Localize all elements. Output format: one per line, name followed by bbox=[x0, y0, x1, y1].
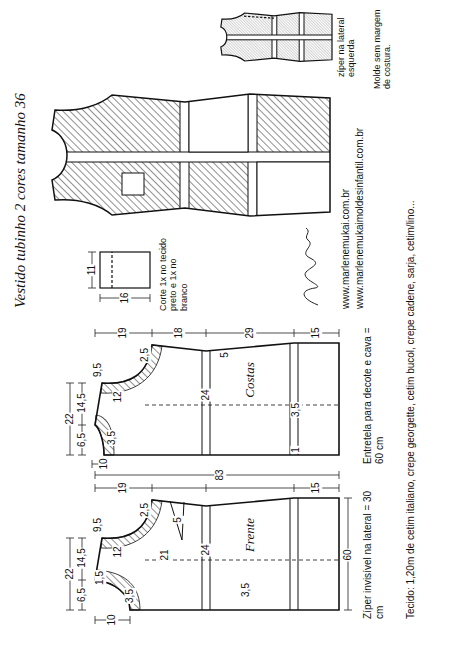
dimension-lines bbox=[95, 484, 339, 492]
dimension: 15 bbox=[310, 481, 322, 494]
dress-front-sketch bbox=[60, 152, 340, 162]
pattern-piece: Costas bbox=[90, 340, 342, 455]
dimension: 11 bbox=[86, 264, 98, 276]
dimension: 3,5 bbox=[240, 582, 252, 598]
panel-line bbox=[145, 405, 339, 406]
dimension: 5 bbox=[172, 516, 184, 524]
piece-outline bbox=[95, 498, 339, 610]
dimension: 14,5 bbox=[76, 392, 88, 413]
note: Corte 1x no tecido preto e 1x no branco bbox=[158, 230, 189, 312]
piece-name: Frente bbox=[243, 516, 257, 554]
color-band bbox=[202, 343, 298, 455]
dimension: 19 bbox=[117, 326, 129, 339]
fabric-note: Tecido: 1,20m de cetim italiano, crepe g… bbox=[405, 18, 417, 620]
dimension: 10 bbox=[106, 613, 118, 626]
pocket-piece bbox=[100, 252, 150, 288]
web-address: www.marlenemukai.com.br bbox=[340, 88, 352, 310]
dimension: 19 bbox=[117, 481, 129, 494]
note: Entretela para decote e cava = 60 cm bbox=[362, 323, 385, 465]
armhole-facing bbox=[101, 345, 162, 393]
piece-name: Costas bbox=[243, 360, 257, 399]
dimension: 15 bbox=[310, 326, 322, 339]
dimension: 16 bbox=[119, 291, 131, 304]
dimension: 6,5 bbox=[76, 587, 88, 603]
dimension: 9,5 bbox=[92, 362, 104, 378]
dress-back-sketch bbox=[221, 13, 332, 62]
signature bbox=[304, 228, 318, 305]
dimension: 21 bbox=[159, 548, 171, 561]
dimension: 10 bbox=[98, 457, 110, 470]
dimension: 3,5 bbox=[106, 430, 118, 446]
dimension-lines bbox=[66, 252, 352, 624]
dimension: 29 bbox=[244, 326, 256, 339]
color-band bbox=[202, 498, 298, 610]
dimension: 24 bbox=[200, 543, 212, 556]
dimension: 22 bbox=[64, 412, 76, 425]
dimension: 5 bbox=[219, 351, 231, 359]
dress-front-sketch bbox=[60, 88, 340, 222]
note: Molde sem margem de costura. bbox=[372, 3, 393, 90]
web-address: www.marlenemukaimoldesinfantil.com.br bbox=[354, 88, 366, 310]
dimension: 60 bbox=[342, 548, 354, 561]
sheet-title: Vestido tubinho 2 cores tamanho 36 bbox=[12, 91, 29, 310]
dimension: 14,5 bbox=[76, 547, 88, 568]
dimension: 1,5 bbox=[94, 570, 106, 586]
dimension: 18 bbox=[173, 326, 185, 339]
dress-front-sketch bbox=[52, 94, 330, 216]
dimension: 3,5 bbox=[124, 588, 136, 604]
dress-front-sketch bbox=[122, 173, 144, 195]
dimension: 12 bbox=[112, 390, 124, 403]
dimension: 83 bbox=[214, 468, 226, 481]
piece-outline bbox=[90, 340, 342, 455]
dart bbox=[170, 501, 184, 540]
dress-back-sketch bbox=[224, 10, 336, 64]
neck-facing bbox=[95, 570, 140, 610]
dress-back-sketch bbox=[221, 10, 336, 64]
dimension: 24 bbox=[200, 388, 212, 401]
pocket-piece bbox=[111, 252, 112, 288]
dimension: 6,5 bbox=[76, 432, 88, 448]
note: zíper na lateral esquerda bbox=[336, 6, 357, 78]
dimension: 22 bbox=[64, 567, 76, 580]
piece-outline bbox=[95, 343, 339, 455]
dimension: 2,5 bbox=[139, 347, 151, 363]
pocket-piece bbox=[100, 252, 150, 288]
panel-line bbox=[145, 560, 339, 561]
dimension: 2,5 bbox=[139, 502, 151, 518]
dimension-lines bbox=[95, 329, 339, 337]
dimension: 3,5 bbox=[290, 402, 302, 418]
armhole-facing bbox=[101, 500, 162, 548]
dimension: 9,5 bbox=[92, 517, 104, 533]
dress-front-sketch bbox=[52, 88, 340, 222]
dress-back-sketch bbox=[224, 35, 336, 40]
dimension: 1 bbox=[290, 446, 302, 454]
dress-back-sketch bbox=[244, 16, 274, 18]
note: Zíper invisível na lateral = 30 cm bbox=[362, 478, 385, 620]
dimension: 12 bbox=[112, 545, 124, 558]
